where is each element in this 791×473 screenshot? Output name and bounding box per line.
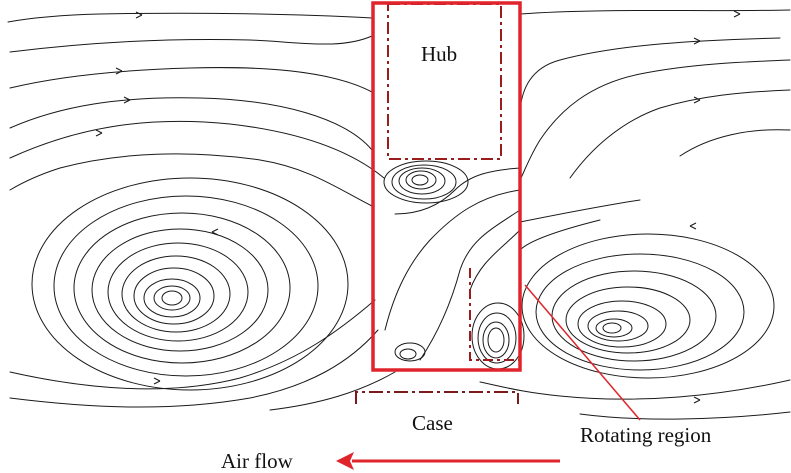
streamline	[519, 37, 781, 111]
streamline-arrow	[693, 396, 701, 404]
streamline-arrow	[153, 377, 161, 385]
streamline	[9, 120, 385, 179]
air-flow-arrow	[336, 452, 560, 470]
air-flow-label: Air flow	[221, 449, 293, 473]
streamline	[7, 12, 373, 23]
right-vortex	[521, 233, 775, 379]
streamline-arrow	[733, 10, 741, 18]
streamline-arrow	[123, 96, 131, 104]
lower-left-corner-vortex	[394, 342, 426, 362]
hub-boundary	[387, 3, 502, 160]
streamline-arrow	[135, 11, 143, 19]
streamline-arrows	[95, 10, 741, 404]
rotating-region-outline	[371, 1, 522, 372]
hub-label: Hub	[421, 42, 458, 66]
streamline	[519, 199, 641, 223]
streamline-arrow	[693, 96, 701, 104]
case-boundary	[355, 391, 519, 404]
blade-boundary	[469, 268, 520, 361]
left-vortex	[31, 177, 349, 391]
streamline	[9, 153, 373, 207]
streamline-arrow	[115, 67, 123, 75]
streamline	[479, 379, 791, 400]
streamline	[9, 97, 373, 151]
streamline	[9, 299, 376, 390]
case-label: Case	[412, 411, 453, 435]
streamlines	[7, 9, 791, 420]
streamline	[394, 167, 521, 215]
streamline	[469, 229, 521, 291]
streamline-arrow	[693, 37, 701, 45]
streamline	[569, 89, 791, 179]
blade-tip-vortex	[471, 302, 525, 370]
rotating-region-leader	[524, 284, 641, 421]
streamline	[9, 67, 373, 93]
streamline	[579, 411, 791, 420]
streamline	[9, 35, 373, 53]
streamline	[679, 129, 791, 157]
hub-corner-vortex	[383, 160, 469, 204]
rotating-region-label: Rotating region	[580, 423, 712, 447]
streamline	[9, 329, 379, 408]
streamline	[269, 371, 396, 411]
streamline-arrow	[689, 222, 697, 230]
streamline	[519, 219, 601, 251]
streamline	[519, 59, 791, 181]
streamline	[519, 9, 791, 15]
streamline-arrow	[211, 228, 219, 236]
streamline	[384, 189, 521, 331]
streamline-arrow	[95, 129, 103, 137]
streamline	[419, 209, 521, 361]
